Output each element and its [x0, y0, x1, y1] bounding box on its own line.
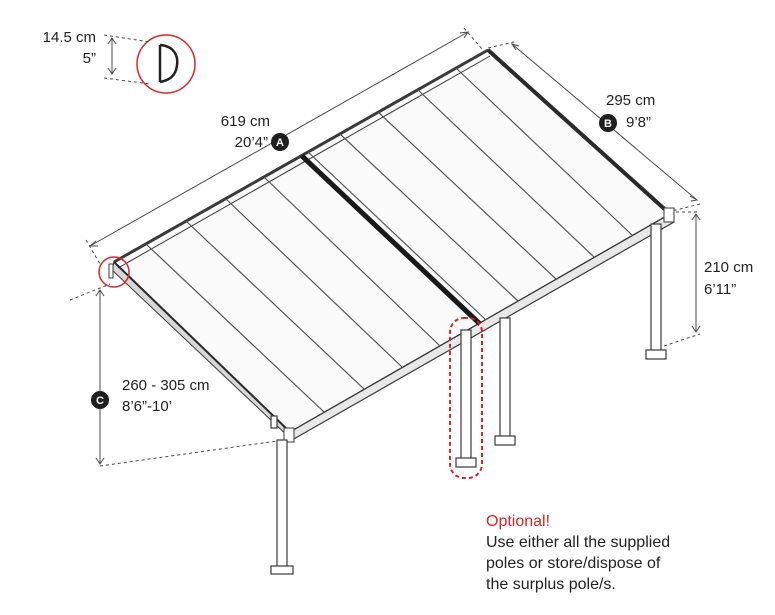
profile-height-metric: 14.5 cm — [43, 29, 96, 46]
dimension-a-imperial: 20’4” — [235, 134, 268, 151]
optional-pole-highlight — [449, 317, 483, 479]
left-side-beam — [113, 261, 291, 433]
optional-note-line-2: poles or store/dispose of — [486, 555, 661, 572]
badge-a: A — [271, 133, 289, 151]
profile-height-imperial: 5” — [83, 50, 96, 67]
right-side-beam — [486, 48, 672, 216]
dimension-post-imperial: 6’11” — [704, 281, 736, 298]
dimension-b-imperial: 9’8” — [626, 114, 651, 131]
left-end-cap — [283, 427, 295, 443]
profile-detail-callout — [103, 34, 196, 94]
badge-c: C — [91, 391, 109, 409]
dimension-c-imperial: 8’6”-10’ — [122, 398, 172, 415]
center-beam-edge — [307, 151, 487, 321]
dimension-c-line — [69, 283, 285, 467]
center-support-beam — [300, 154, 482, 326]
profile-detail-marker — [98, 256, 130, 288]
wall-mount-rail — [113, 48, 489, 264]
badge-b: B — [599, 114, 617, 132]
dimension-b-metric: 295 cm — [606, 92, 655, 109]
post-right — [645, 223, 667, 360]
post-optional-center — [455, 329, 477, 468]
dimension-c-metric: 260 - 305 cm — [122, 377, 210, 394]
optional-note-title: Optional! — [486, 513, 550, 530]
wall-mount-rail-inner — [117, 55, 491, 269]
badge-a-letter: A — [276, 137, 284, 149]
optional-note-line-1: Use either all the supplied — [486, 534, 670, 551]
post-front-left — [270, 415, 294, 575]
badge-b-letter: B — [604, 118, 612, 130]
optional-note-line-3: the surplus pole/s. — [486, 576, 616, 593]
right-end-cap — [663, 207, 675, 223]
dimension-a-metric: 619 cm — [221, 113, 270, 130]
profile-detail-marker-bracket — [108, 263, 114, 279]
dimension-post-metric: 210 cm — [704, 259, 753, 276]
post-middle — [494, 317, 516, 446]
dimension-post-line — [663, 211, 701, 347]
glazing-bars — [145, 67, 633, 413]
badge-c-letter: C — [96, 395, 104, 407]
